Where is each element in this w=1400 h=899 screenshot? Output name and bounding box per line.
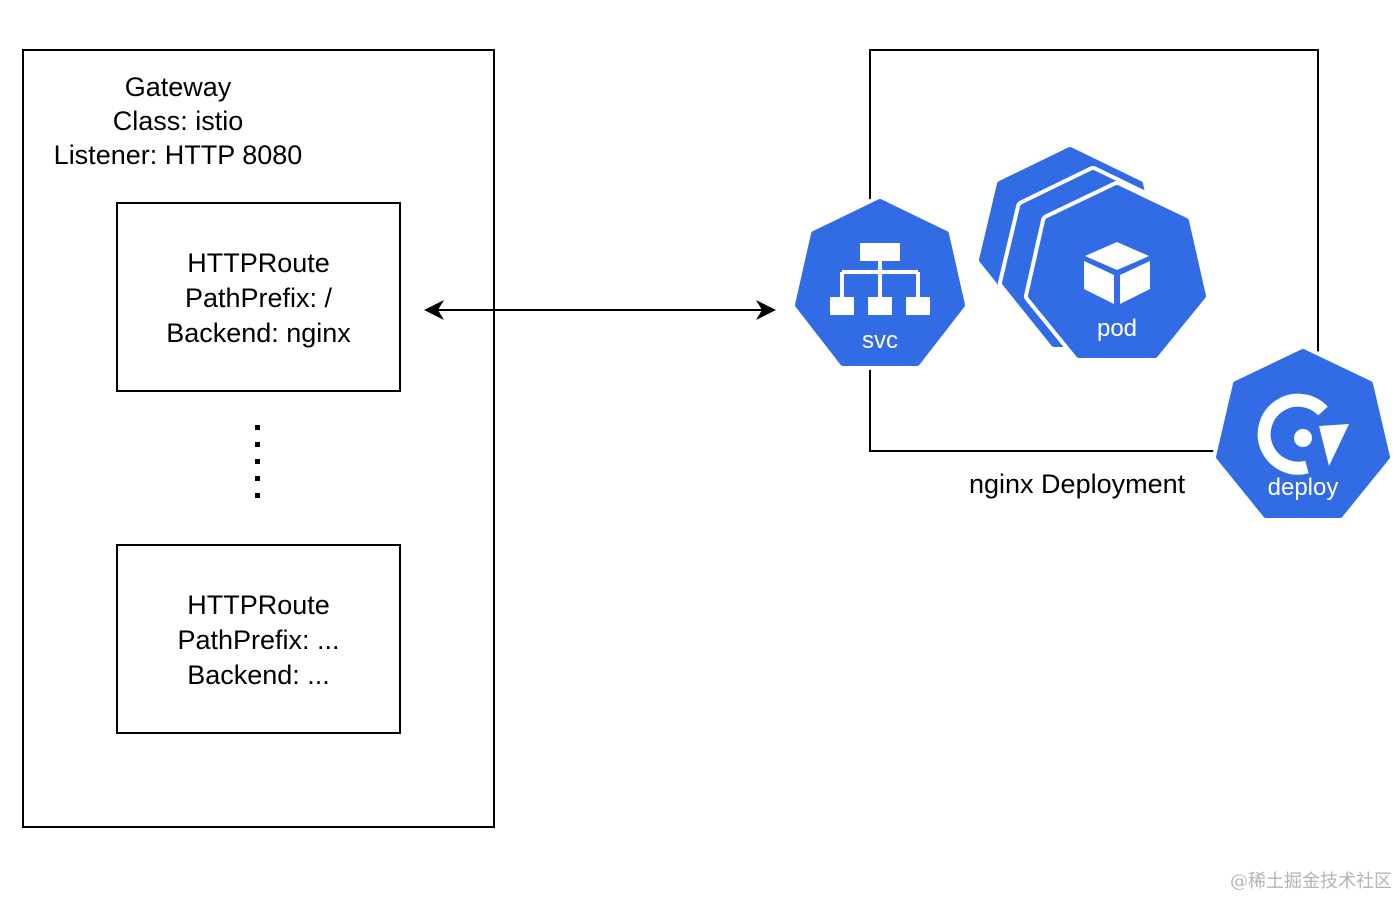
deploy-label: deploy <box>1268 474 1339 501</box>
httproute-text: HTTPRoute PathPrefix: / Backend: nginx <box>118 246 399 351</box>
gateway-listener: Listener: HTTP 8080 <box>53 140 303 170</box>
svc-label: svc <box>862 327 898 354</box>
httproute-path: PathPrefix: / <box>184 283 333 313</box>
httproute-box-other: HTTPRoute PathPrefix: ... Backend: ... <box>116 544 401 734</box>
httproute-title: HTTPRoute <box>187 590 330 620</box>
ellipsis-dot <box>255 425 260 430</box>
gateway-title: Gateway <box>124 72 232 102</box>
pod-stack: pod <box>975 143 1210 362</box>
httproute-box-nginx: HTTPRoute PathPrefix: / Backend: nginx <box>116 202 401 392</box>
deploy-icon: deploy <box>1212 345 1394 522</box>
gateway-label: Gateway Class: istio Listener: HTTP 8080 <box>28 70 328 172</box>
vertical-ellipsis <box>255 425 261 510</box>
pod-label: pod <box>1097 315 1137 342</box>
ellipsis-dot <box>255 459 260 464</box>
arrow-head-left <box>424 300 444 320</box>
gateway-class: Class: istio <box>112 106 244 136</box>
deployment-caption: nginx Deployment <box>969 469 1186 499</box>
httproute-title: HTTPRoute <box>187 248 330 278</box>
httproute-text: HTTPRoute PathPrefix: ... Backend: ... <box>118 588 399 693</box>
ellipsis-dot <box>255 476 260 481</box>
httproute-backend: Backend: nginx <box>166 318 351 348</box>
service-hierarchy-icon <box>830 243 930 315</box>
watermark: @稀土掘金技术社区 <box>1230 871 1392 892</box>
ellipsis-dot <box>255 442 260 447</box>
ellipsis-dot <box>255 493 260 498</box>
httproute-path: PathPrefix: ... <box>177 625 340 655</box>
svc-icon: svc <box>791 195 969 370</box>
bidirectional-arrow <box>424 300 776 320</box>
httproute-backend: Backend: ... <box>187 660 330 690</box>
pod-icon: pod <box>1024 181 1210 362</box>
circular-arrow-icon <box>1257 393 1349 475</box>
gateway-box <box>22 49 495 828</box>
arrow-head-right <box>756 300 776 320</box>
cube-icon <box>1084 242 1150 304</box>
